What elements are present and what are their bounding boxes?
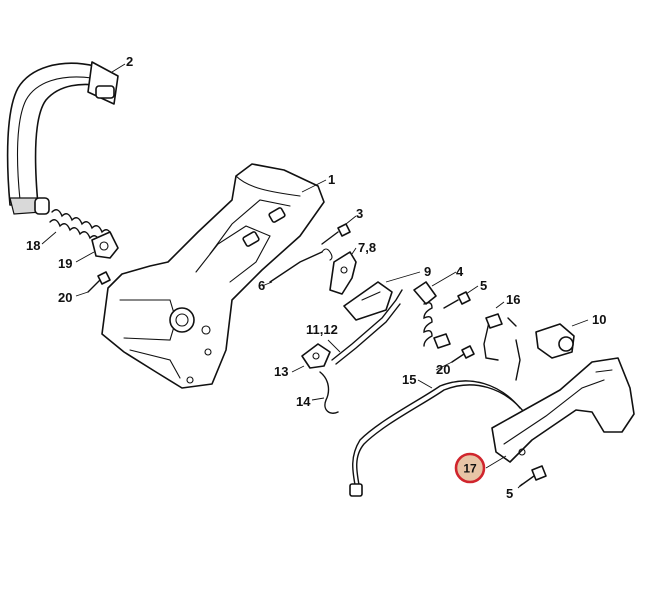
- label-7-8: 7,8: [358, 240, 376, 255]
- label-3: 3: [356, 206, 363, 221]
- label-5-middle: 5: [480, 278, 487, 293]
- part-15-cable: [349, 379, 525, 497]
- part-13-bracket: [291, 343, 331, 373]
- part-11-12-rod: [327, 289, 403, 365]
- callout-17-ring: [454, 452, 486, 484]
- label-10: 10: [592, 312, 606, 327]
- label-17: 17: [463, 462, 477, 476]
- label-2: 2: [126, 54, 133, 69]
- label-20-left: 20: [58, 290, 72, 305]
- part-19-bracket: [75, 231, 119, 263]
- part-6-spring-wire: [261, 248, 333, 287]
- label-15: 15: [402, 372, 416, 387]
- part-1-rear-handle: [101, 163, 327, 389]
- part-4-spring: [413, 271, 457, 349]
- part-5-screw-middle: [443, 285, 479, 309]
- label-16: 16: [506, 292, 520, 307]
- part-7-8-lever: [329, 247, 357, 295]
- part-9-trigger: [343, 271, 421, 321]
- label-6: 6: [258, 278, 265, 293]
- label-5-bottom: 5: [506, 486, 513, 501]
- part-14-clip: [311, 371, 339, 414]
- label-11-12: 11,12: [306, 322, 338, 337]
- callout-17-highlight: 17: [454, 452, 486, 484]
- label-4: 4: [456, 264, 464, 279]
- label-18: 18: [26, 238, 40, 253]
- part-17-handle-molding: [485, 357, 635, 469]
- part-16-switch-shaft: [483, 301, 521, 381]
- part-20-screw-left: [75, 271, 111, 297]
- label-20-middle: 20: [436, 362, 450, 377]
- label-13: 13: [274, 364, 288, 379]
- label-14: 14: [296, 394, 311, 409]
- part-10-switch: [535, 319, 589, 359]
- part-5-screw-bottom: [517, 465, 547, 489]
- label-19: 19: [58, 256, 72, 271]
- label-1: 1: [328, 172, 335, 187]
- part-20-screw-middle: [435, 345, 475, 371]
- part-2-loop-handle: [6, 61, 126, 215]
- part-3-screw: [321, 215, 357, 245]
- label-9: 9: [424, 264, 431, 279]
